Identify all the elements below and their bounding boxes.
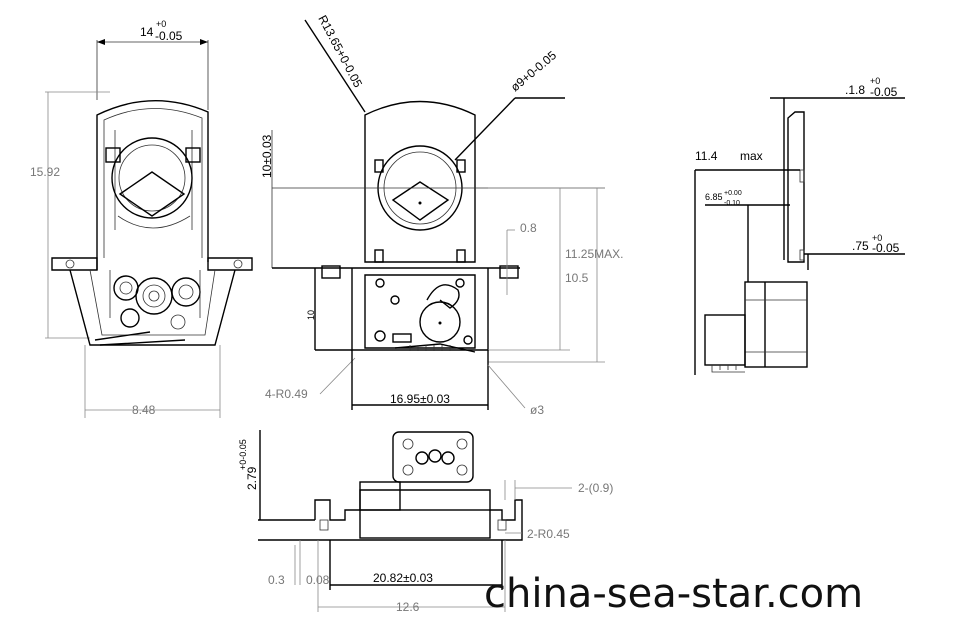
dim-03: 0.3 [268, 573, 285, 587]
middle-view: R13.65+0-0.05 ø9+0-0.05 10±0.03 [260, 13, 623, 417]
width-tol-plus: +0 [156, 19, 166, 29]
dim-phi3: ø3 [530, 403, 544, 417]
bottom-view: 2.79 +0-0.05 2-(0.9) 2-R0.45 0.3 0.08 20… [238, 430, 613, 614]
dim-685-plus: +0.00 [724, 190, 742, 197]
width-tol-minus: -0.05 [155, 29, 183, 43]
front-view: 14 +0 -0.05 15.92 [30, 19, 253, 418]
width-dim: 14 [140, 25, 154, 39]
dim-279: 2.79 [245, 466, 259, 490]
height-dim: 15.92 [30, 165, 60, 179]
dim-18-plus: +0 [870, 76, 880, 86]
dim-09: 2-(0.9) [578, 481, 613, 495]
dim-685-minus: -0.10 [724, 200, 740, 207]
dim-1125: 11.25MAX. [565, 247, 623, 261]
watermark-text: china-sea-star.com [484, 571, 863, 617]
dim-126: 12.6 [396, 600, 420, 614]
hole-dim: ø9+0-0.05 [508, 48, 559, 94]
dim-279-tol: +0-0.05 [238, 439, 248, 470]
side-view: .1.8 +0 -0.05 11.4 max 6.85 +0.00 -0.10 … [694, 76, 905, 375]
dim-105: 10.5 [565, 271, 589, 285]
dim-r049: 4-R0.49 [265, 387, 308, 401]
dim-08: 0.8 [520, 221, 537, 235]
dim-r045: 2-R0.45 [527, 527, 570, 541]
radius-dim: R13.65+0-0.05 [315, 13, 365, 90]
dim-10: 10 [306, 310, 316, 320]
dim-18-minus: -0.05 [870, 85, 898, 99]
dim-1695: 16.95±0.03 [390, 392, 450, 406]
dim-2082: 20.82±0.03 [373, 571, 433, 585]
bottom-dim: 8.48 [132, 403, 156, 417]
dim-075-minus: -0.05 [872, 241, 900, 255]
dim-075: .75 [852, 239, 869, 253]
height-10: 10±0.03 [260, 134, 274, 178]
dim-18: .1.8 [845, 83, 865, 97]
dim-max: max [740, 149, 763, 163]
dim-685: 6.85 [705, 192, 723, 202]
dim-075-plus: +0 [872, 233, 882, 243]
dim-114: 11.4 [695, 149, 718, 163]
